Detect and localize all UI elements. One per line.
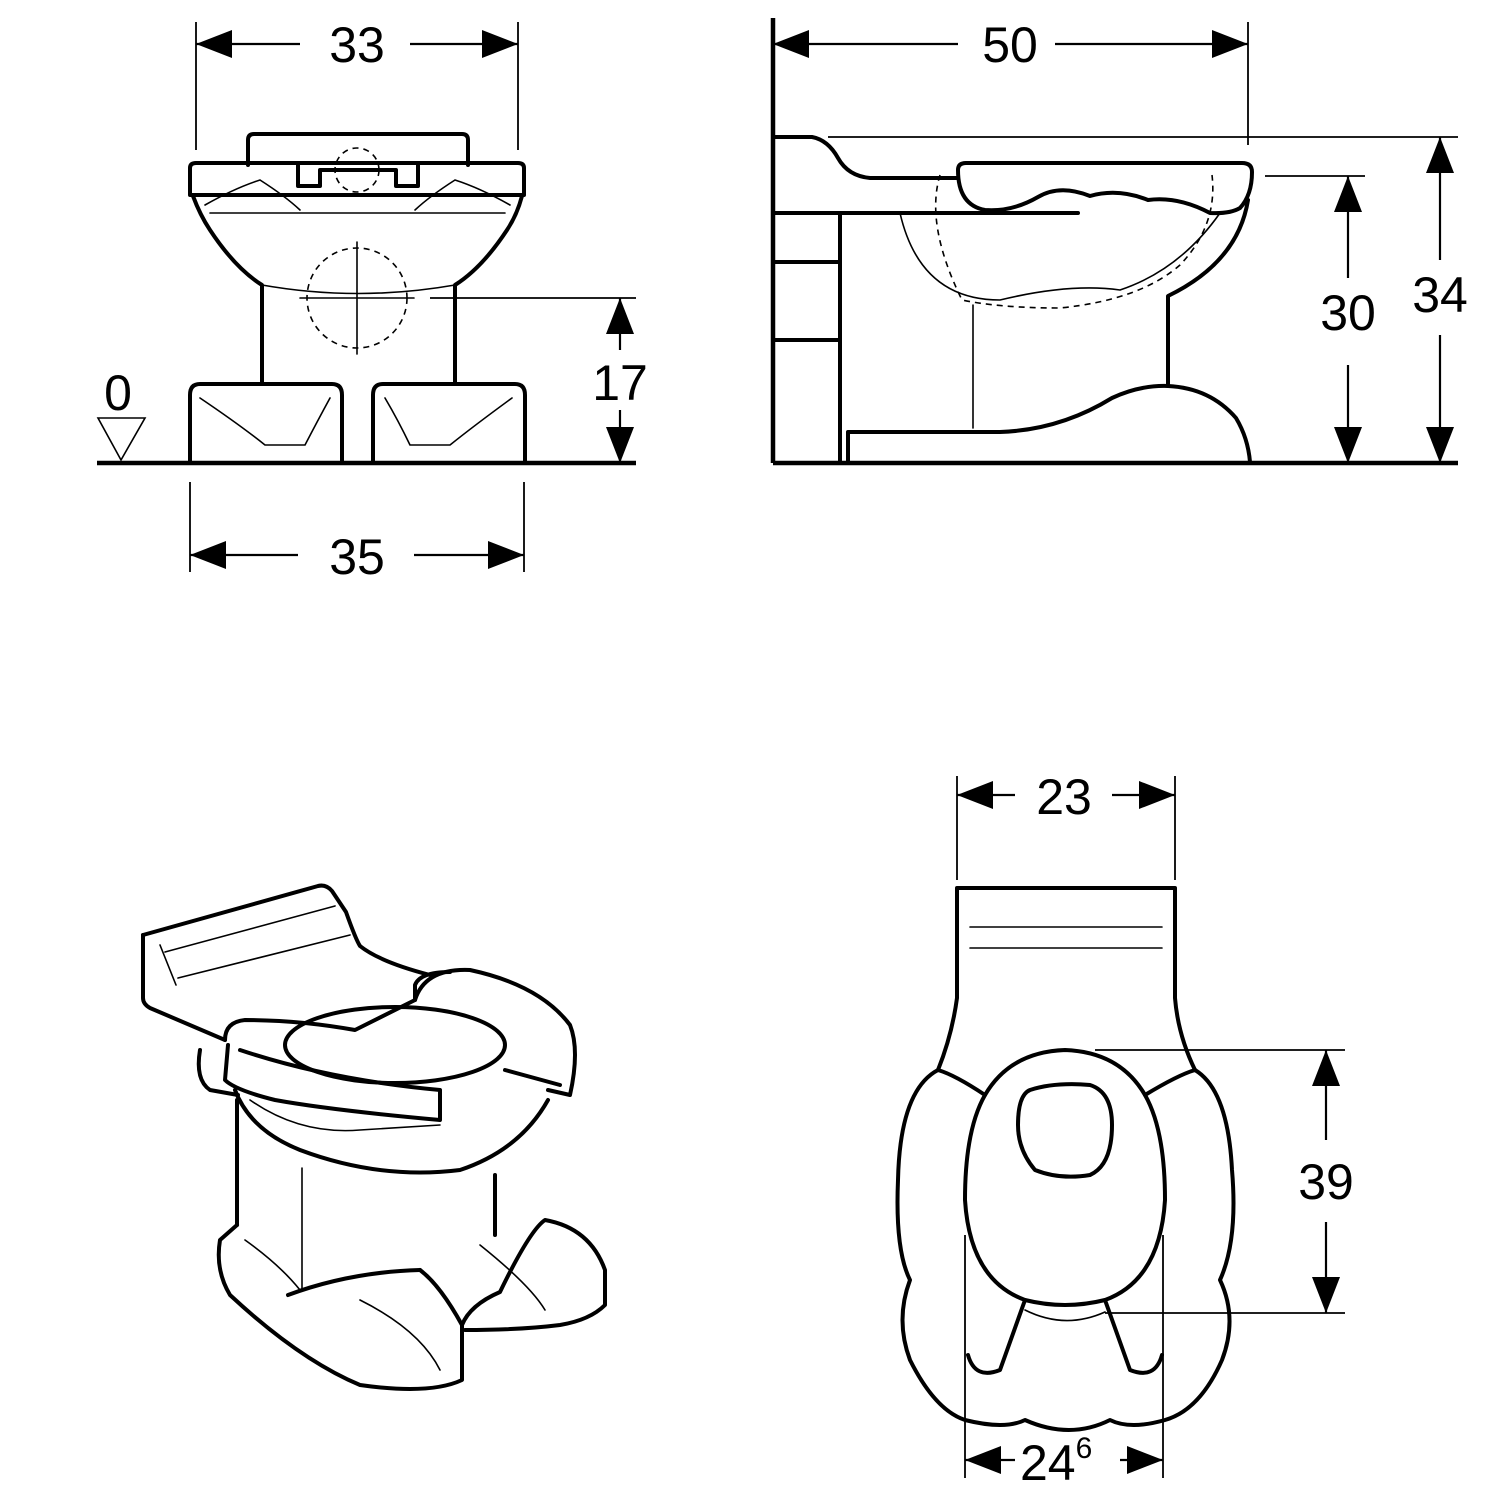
iso-foot-left — [216, 1223, 464, 1391]
iso-foot-split — [286, 1268, 422, 1297]
side-bowl-front — [1166, 198, 1250, 388]
iso-pedestal — [235, 1098, 497, 1237]
side-tank-block — [773, 211, 1080, 464]
dim-feet-width-sup: 6 — [1076, 1432, 1093, 1465]
dim30-arrow-bottom — [1334, 427, 1362, 463]
dim-width-top-label: 33 — [329, 17, 385, 73]
side-top-plate — [773, 135, 960, 180]
front-seat-notch — [296, 161, 420, 188]
front-bowl-curves — [204, 179, 511, 211]
top-tank — [936, 886, 1197, 1072]
iso-bowl-inner-line — [249, 1099, 441, 1132]
dim34-arrow-bottom — [1426, 427, 1454, 463]
dim-total-height-label: 34 — [1412, 267, 1468, 323]
dim17-arrow-bottom — [606, 427, 634, 463]
top-seat-left — [936, 1068, 1027, 1375]
front-bowl-bottom — [261, 284, 456, 295]
front-foot-right-detail — [384, 397, 513, 446]
dim246-arrow-left — [965, 1446, 1001, 1474]
top-bowl-front-inner — [1024, 1309, 1106, 1322]
dim50-arrow-left — [773, 30, 809, 58]
side-bowl-dashed — [934, 174, 1214, 309]
dim-tank-width-label: 23 — [1036, 769, 1092, 825]
dim-outlet-height-label: 17 — [592, 355, 648, 411]
top-view: 23 39 246 — [895, 769, 1354, 1491]
dim17-arrow-top — [606, 298, 634, 334]
iso-foot-details — [244, 1239, 546, 1371]
dim23-arrow-left — [957, 781, 993, 809]
dim30-arrow-top — [1334, 176, 1362, 212]
dim39-arrow-top — [1312, 1050, 1340, 1086]
dim-rim-height-label: 30 — [1320, 285, 1376, 341]
dim50-arrow-right — [1212, 30, 1248, 58]
iso-bowl-lower — [233, 1088, 550, 1175]
top-bowl-back — [983, 1048, 1147, 1097]
top-seat-right — [1103, 1068, 1197, 1375]
top-bowl-front — [1023, 1298, 1107, 1307]
side-foot — [846, 383, 1252, 464]
dim35-arrow-left — [190, 541, 226, 569]
top-body-outline — [895, 1068, 1236, 1432]
iso-bowl-opening — [283, 1005, 507, 1085]
dim33-arrow-left — [196, 30, 232, 58]
side-view: 50 30 34 — [770, 17, 1468, 466]
front-hinge-circle — [334, 147, 380, 193]
front-view: 33 35 17 0 — [96, 17, 648, 585]
dim-feet-width-main: 24 — [1020, 1435, 1076, 1491]
dim39-arrow-bottom — [1312, 1277, 1340, 1313]
floor-level-label: 0 — [104, 365, 132, 421]
iso-tank-top — [141, 883, 432, 977]
top-tank-lines — [969, 926, 1163, 949]
iso-bowl-back — [196, 1048, 240, 1097]
floor-level-triangle — [96, 417, 147, 462]
front-foot-left — [188, 382, 344, 464]
iso-seat-right — [413, 970, 562, 1087]
side-bowl-inner — [899, 212, 1221, 301]
iso-tank-front — [141, 933, 227, 1042]
dim35-arrow-right — [488, 541, 524, 569]
front-seat-rim — [188, 161, 526, 197]
front-lid — [246, 132, 470, 167]
side-seat — [956, 161, 1254, 216]
front-foot-left-detail — [199, 397, 331, 446]
iso-seat-outer — [223, 967, 577, 1097]
dim-bowl-length-label: 39 — [1298, 1154, 1354, 1210]
top-bowl-opening — [1016, 1082, 1114, 1179]
front-bowl — [191, 194, 524, 385]
dim-depth-label: 50 — [982, 17, 1038, 73]
iso-tank-details — [159, 905, 351, 986]
dim-feet-width-label: 246 — [1020, 1432, 1092, 1491]
isometric-view — [141, 883, 607, 1391]
front-foot-right — [371, 382, 527, 464]
dim34-arrow-top — [1426, 137, 1454, 173]
iso-foot-right — [460, 1218, 607, 1332]
dim-width-bottom-label: 35 — [329, 529, 385, 585]
dim246-arrow-right — [1127, 1446, 1163, 1474]
dim23-arrow-right — [1139, 781, 1175, 809]
dim33-arrow-right — [482, 30, 518, 58]
